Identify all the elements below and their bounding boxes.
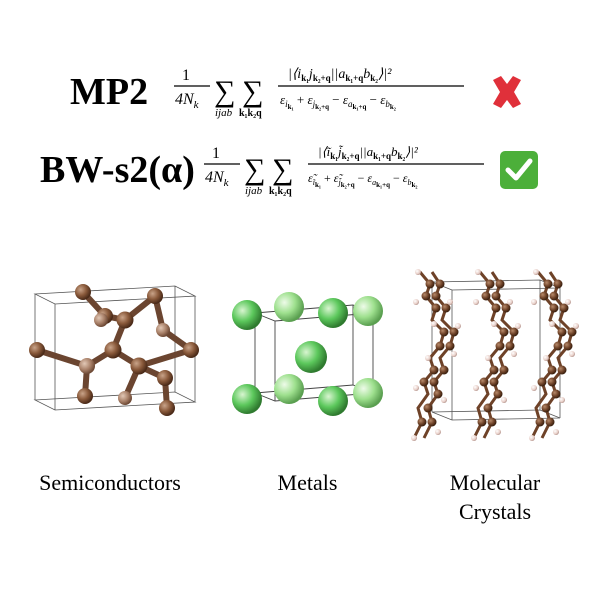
caption-molecular: Molecular [449,470,541,495]
mp2-prefactor-num: 1 [182,67,190,84]
bw-sum1-sub: ijab [245,185,263,197]
bw-sum2: ∑ [272,153,293,186]
mp2-sum2: ∑ [242,75,263,108]
mp2-label: MP2 [70,71,149,113]
mp2-numerator: |⟨ik₁jk₂+q||ak₁+qbk₂⟩|² [288,67,392,83]
caption-crystals: Crystals [458,499,532,524]
metal-structure [232,292,383,416]
caption-semiconductors: Semiconductors [39,470,181,495]
bw-denominator: ε̃ĩk₁ + ε̃j̃k₂+q − εak₁+q − εbk₂ [308,171,418,189]
bw-sum2-sub: k₁k₂q [269,186,292,197]
mp2-sum1: ∑ [214,75,235,108]
bw-prefactor-num: 1 [212,145,220,162]
bw-prefactor-den: 4Nk [205,169,230,189]
mp2-formula: 1 4Nk ∑ ijab ∑ k₁k₂q |⟨ik₁jk₂+q||ak₁+qbk… [174,67,464,119]
bw-s2-formula: 1 4Nk ∑ ijab ∑ k₁k₂q |⟨ĩk₁j̃k₂+q||ak₁+qb… [204,144,484,197]
molecular-crystal-structure [411,267,580,443]
cross-mark-icon [493,76,521,108]
mp2-prefactor-den: 4Nk [175,91,200,111]
mp2-sum2-sub: k₁k₂q [239,108,262,119]
check-mark-icon [500,151,538,189]
mp2-denominator: εik₁ + εjk₂+q − εak₁+q − εbk₂ [280,92,396,111]
bw-numerator: |⟨ĩk₁j̃k₂+q||ak₁+qbk₂⟩|² [318,144,419,161]
caption-metals: Metals [277,470,338,495]
mp2-sum1-sub: ijab [215,107,233,119]
bw-sum1: ∑ [244,153,265,186]
bw-s2-label: BW-s2(α) [40,149,195,191]
semiconductor-structure [29,284,199,416]
